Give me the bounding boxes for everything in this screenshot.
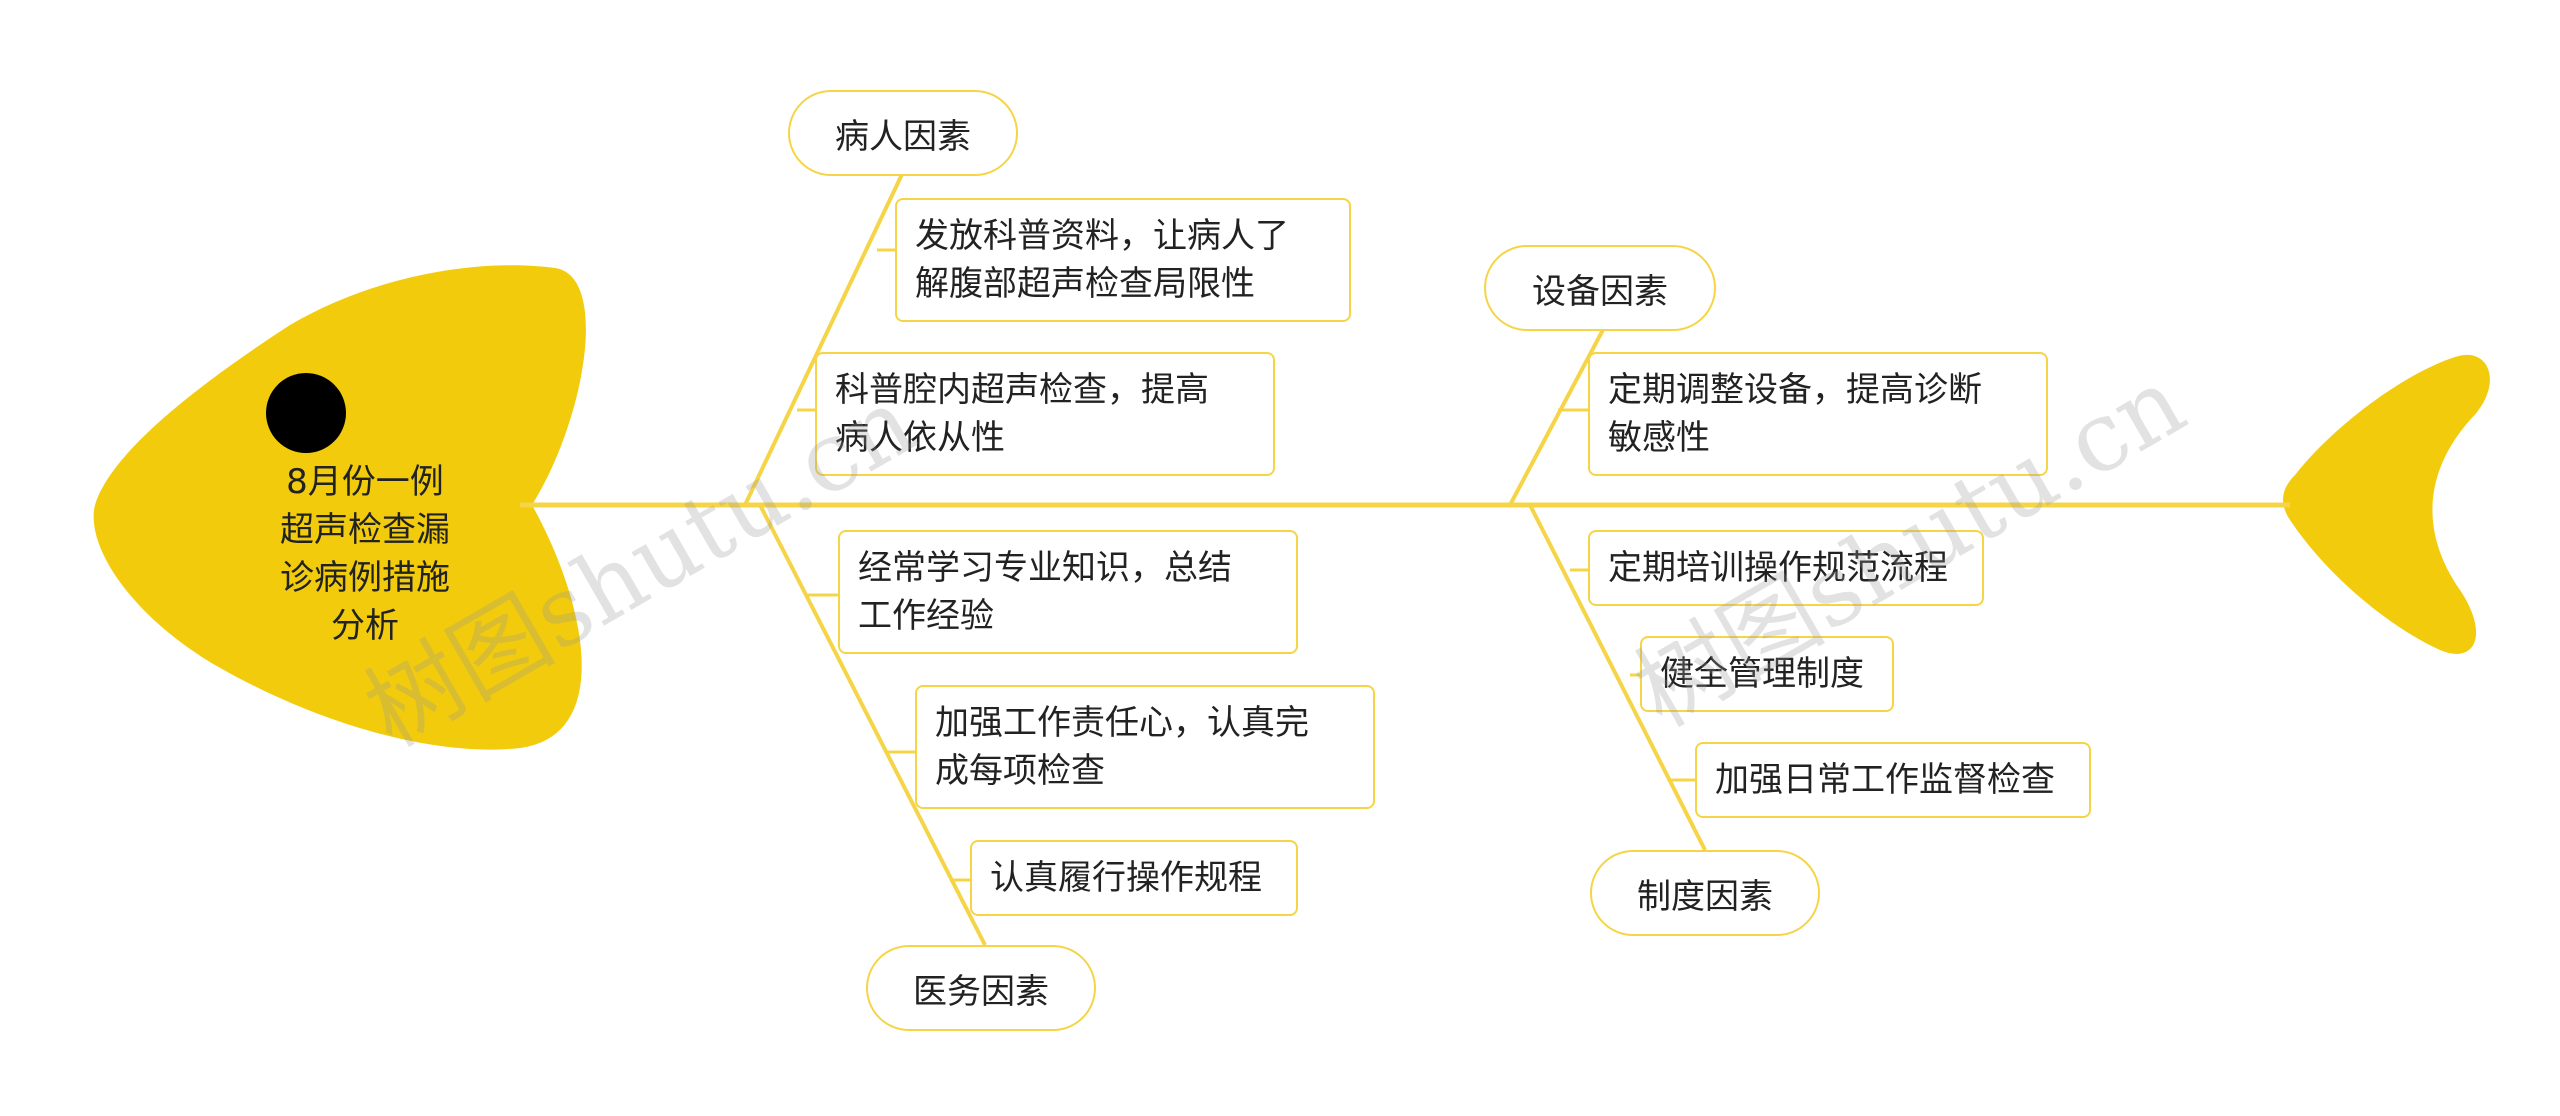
category-medical[interactable]: 医务因素	[866, 945, 1096, 1031]
category-equipment[interactable]: 设备因素	[1484, 245, 1716, 331]
cause-item[interactable]: 认真履行操作规程	[970, 840, 1298, 916]
fish-head	[93, 265, 586, 750]
bone-patient	[743, 167, 907, 506]
cause-item[interactable]: 科普腔内超声检查，提高 病人依从性	[815, 352, 1275, 476]
cause-item[interactable]: 发放科普资料，让病人了 解腹部超声检查局限性	[895, 198, 1351, 322]
cause-item[interactable]: 加强日常工作监督检查	[1695, 742, 2091, 818]
bone-system	[1528, 504, 1707, 851]
head-title: 8月份一例 超声检查漏 诊病例措施 分析	[280, 462, 450, 646]
cause-item[interactable]: 定期调整设备，提高诊断 敏感性	[1588, 352, 2048, 476]
bone-medical	[758, 504, 987, 946]
category-patient[interactable]: 病人因素	[788, 90, 1018, 176]
fish-tail	[2283, 354, 2490, 654]
fish-eye	[266, 373, 346, 453]
cause-item[interactable]: 定期培训操作规范流程	[1588, 530, 1984, 606]
category-system[interactable]: 制度因素	[1590, 850, 1820, 936]
cause-item[interactable]: 加强工作责任心，认真完 成每项检查	[915, 685, 1375, 809]
cause-item[interactable]: 健全管理制度	[1640, 636, 1894, 712]
cause-item[interactable]: 经常学习专业知识，总结 工作经验	[838, 530, 1298, 654]
